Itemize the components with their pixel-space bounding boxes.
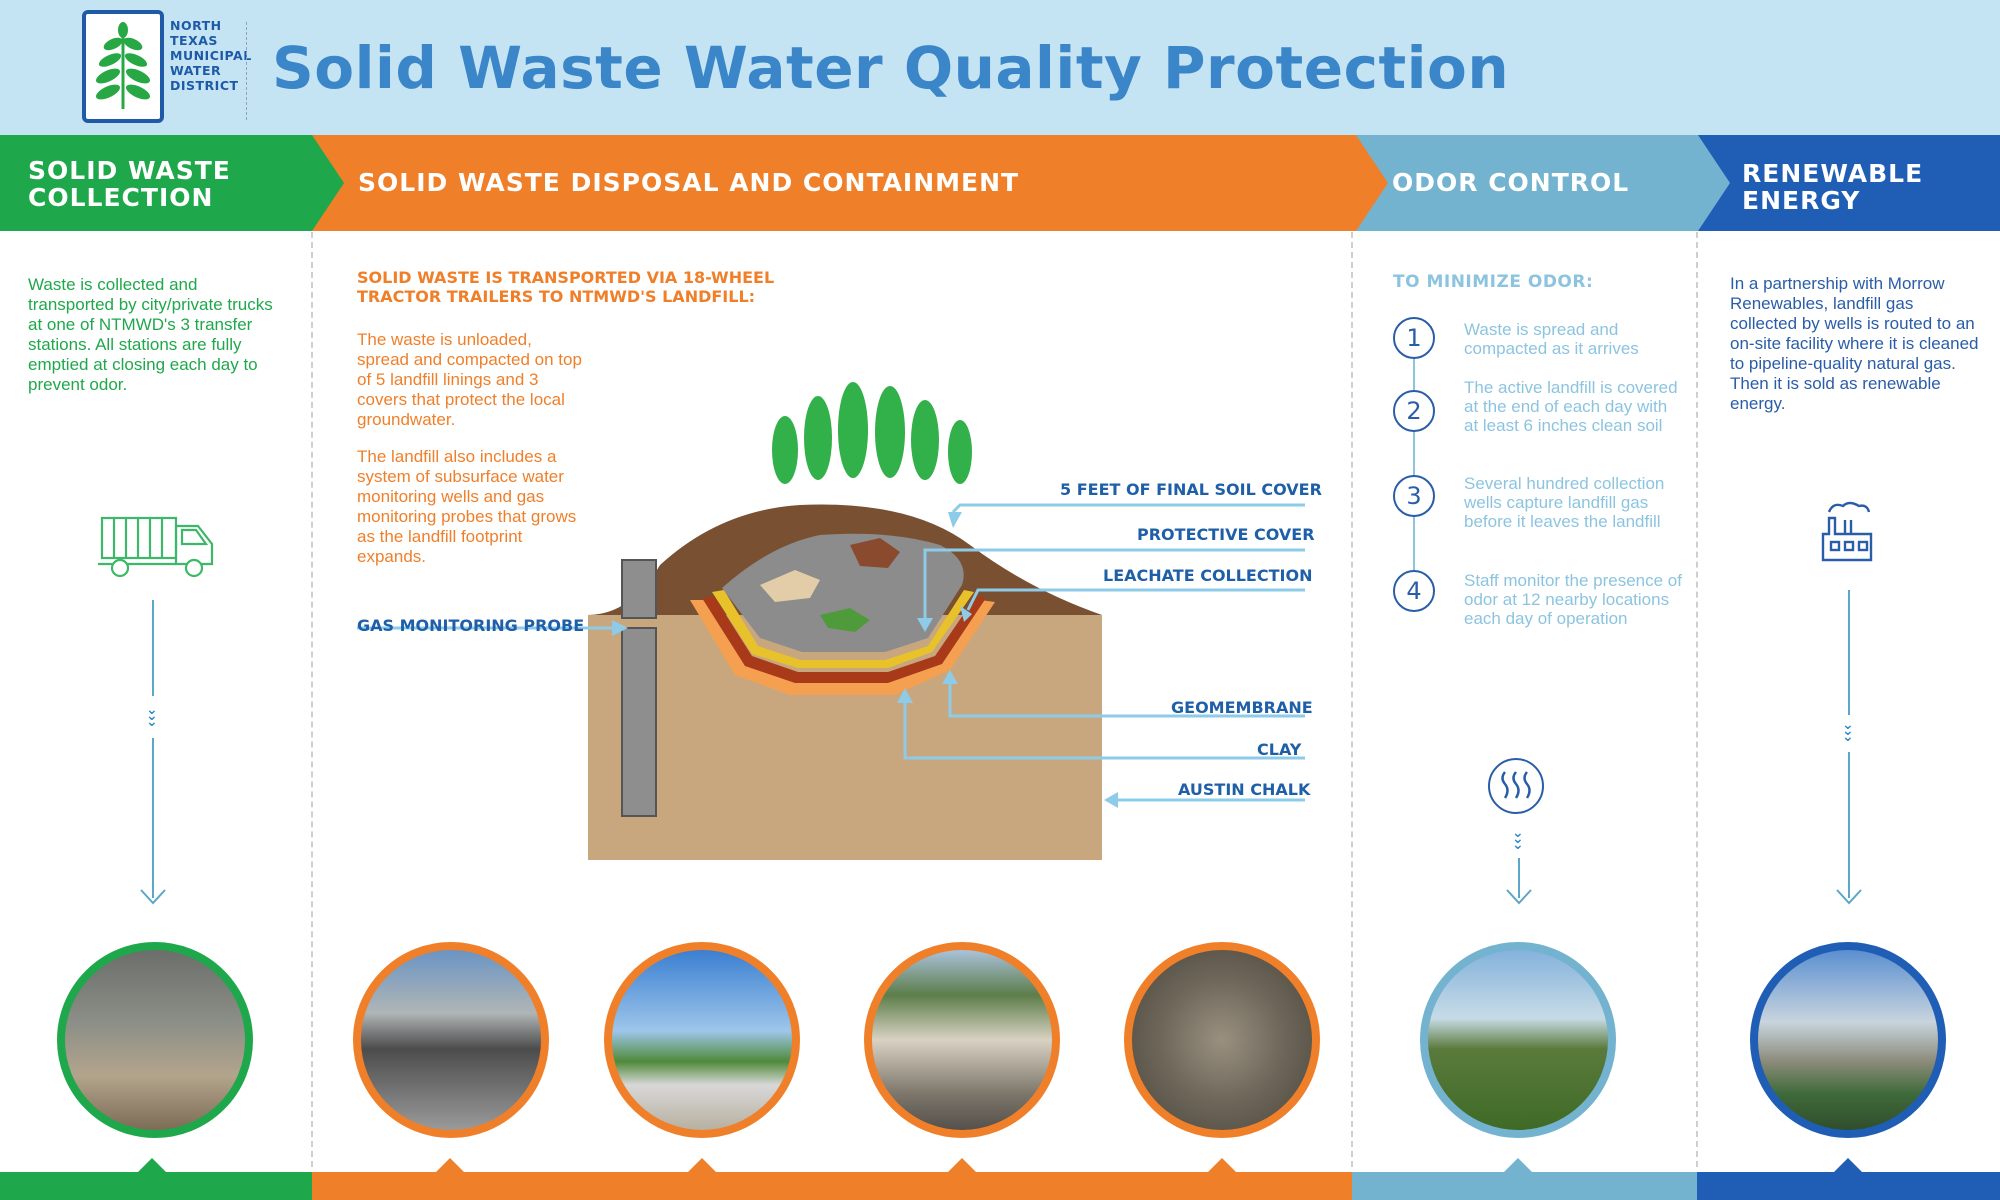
debris	[850, 538, 900, 568]
logo-line: DISTRICT	[170, 78, 239, 93]
energy-bottom-bar	[1697, 1172, 2000, 1200]
chevron-down-icon: ⌄⌄⌄	[146, 702, 158, 730]
header-divider	[246, 22, 247, 120]
leader-arrowheads	[612, 512, 1118, 808]
flow-line	[152, 738, 154, 898]
label-clay: CLAY	[1257, 740, 1302, 759]
odor-bottom-bar	[1352, 1172, 1697, 1200]
column-divider	[311, 232, 313, 1167]
collection-header-band	[0, 135, 344, 231]
column-divider	[1351, 232, 1353, 1167]
bottom-notch	[1834, 1158, 1862, 1172]
page-title: Solid Waste Water Quality Protection	[272, 34, 1510, 102]
disposal-subheading-line1: SOLID WASTE IS TRANSPORTED VIA 18-WHEEL	[357, 268, 775, 287]
gas-probe-shaft	[621, 627, 657, 817]
dumping-trailer-photo	[864, 942, 1060, 1138]
disposal-para2: The landfill also includes a system of s…	[357, 447, 577, 566]
bottom-notch	[688, 1158, 716, 1172]
energy-body: In a partnership with Morrow Renewables,…	[1730, 274, 1979, 413]
gas-plant-photo	[1750, 942, 1946, 1138]
step-text-4: Staff monitor the presence of odor at 12…	[1464, 571, 1682, 628]
flow-line	[1848, 752, 1850, 898]
collection-title-line2: COLLECTION	[28, 183, 214, 212]
logo-line: NORTH	[170, 18, 222, 33]
step-number-2: 2	[1393, 390, 1435, 432]
bottom-notch	[436, 1158, 464, 1172]
transfer-station-photo	[57, 942, 253, 1138]
disposal-para1: The waste is unloaded, spread and compac…	[357, 330, 582, 429]
step-number-1: 1	[1393, 317, 1435, 359]
step-text-1: Waste is spread and compacted as it arri…	[1464, 320, 1639, 358]
landfill-diagram	[357, 382, 1305, 860]
label-final-soil-cover: 5 FEET OF FINAL SOIL COVER	[1060, 480, 1322, 499]
label-protective-cover: PROTECTIVE COVER	[1137, 525, 1315, 544]
header-banner: NORTH TEXAS MUNICIPAL WATER DISTRICT Sol…	[0, 0, 2000, 135]
disposal-bottom-bar	[312, 1172, 1352, 1200]
logo-text: NORTH TEXAS MUNICIPAL WATER DISTRICT	[170, 18, 252, 93]
logo-line: WATER	[170, 63, 222, 78]
step-text-2: The active landfill is covered at the en…	[1464, 378, 1678, 435]
logo-line: TEXAS	[170, 33, 218, 48]
chevron-down-icon: ⌄⌄⌄	[1842, 717, 1854, 745]
step-number-3: 3	[1393, 475, 1435, 517]
label-austin-chalk: AUSTIN CHALK	[1178, 780, 1311, 799]
disposal-title: SOLID WASTE DISPOSAL AND CONTAINMENT	[358, 168, 1020, 197]
collection-header: SOLID WASTE COLLECTION	[0, 135, 320, 230]
arrow-down-icon	[1835, 888, 1863, 910]
step-number-4: 4	[1393, 570, 1435, 612]
bottom-notch	[948, 1158, 976, 1172]
energy-title-line1: RENEWABLE	[1742, 159, 1924, 188]
plant-leaves	[772, 382, 972, 484]
bottom-notch	[1208, 1158, 1236, 1172]
flow-line	[1848, 590, 1850, 715]
garbage-truck-icon	[96, 512, 218, 584]
odor-subheading: TO MINIMIZE ODOR:	[1393, 272, 1594, 292]
odor-title: ODOR CONTROL	[1392, 168, 1630, 197]
arrow-down-icon	[1505, 888, 1533, 910]
bottom-notch	[138, 1158, 166, 1172]
label-leachate-collection: LEACHATE COLLECTION	[1103, 566, 1313, 585]
factory-icon	[1815, 498, 1879, 568]
disposal-subheading: SOLID WASTE IS TRANSPORTED VIA 18-WHEEL …	[357, 268, 774, 306]
disposal-header-band	[310, 135, 1388, 231]
arrow-down-icon	[139, 888, 167, 910]
gas-probe-top	[621, 559, 657, 619]
section-header-bands	[0, 135, 2000, 231]
bottom-notch	[1504, 1158, 1532, 1172]
odor-header-band	[1350, 135, 1730, 231]
odor-monitor-photo	[1420, 942, 1616, 1138]
collection-body: Waste is collected and transported by ci…	[28, 275, 273, 394]
tractor-trailer-photo	[604, 942, 800, 1138]
waste-body	[722, 533, 964, 652]
leader-lines	[357, 503, 1305, 802]
steps-connector	[1413, 340, 1415, 590]
column-divider	[1696, 232, 1698, 1167]
flow-line	[152, 600, 154, 696]
label-gas-monitoring-probe: GAS MONITORING PROBE	[357, 616, 585, 635]
landfill-aerial-photo	[1124, 942, 1320, 1138]
disposal-subheading-line2: TRACTOR TRAILERS TO NTMWD'S LANDFILL:	[357, 287, 756, 306]
disposal-header: SOLID WASTE DISPOSAL AND CONTAINMENT	[350, 135, 1330, 230]
chevron-down-icon: ⌄⌄⌄	[1512, 825, 1524, 853]
label-geomembrane: GEOMEMBRANE	[1171, 698, 1313, 717]
ntmwd-logo	[82, 10, 164, 123]
flow-line	[1518, 858, 1520, 898]
step-text-3: Several hundred collection wells capture…	[1464, 474, 1665, 531]
ground-block	[588, 615, 1102, 860]
energy-title-line2: ENERGY	[1742, 186, 1861, 215]
energy-header: RENEWABLE ENERGY	[1742, 135, 1992, 230]
debris	[760, 570, 820, 602]
debris	[820, 608, 870, 632]
truck-at-dock-photo	[353, 942, 549, 1138]
logo-line: MUNICIPAL	[170, 48, 252, 63]
odor-header: ODOR CONTROL	[1392, 135, 1682, 230]
collection-title-line1: SOLID WASTE	[28, 156, 231, 185]
odor-waves-icon	[1488, 758, 1544, 814]
energy-header-band	[1690, 135, 2000, 231]
collection-bottom-bar	[0, 1172, 312, 1200]
